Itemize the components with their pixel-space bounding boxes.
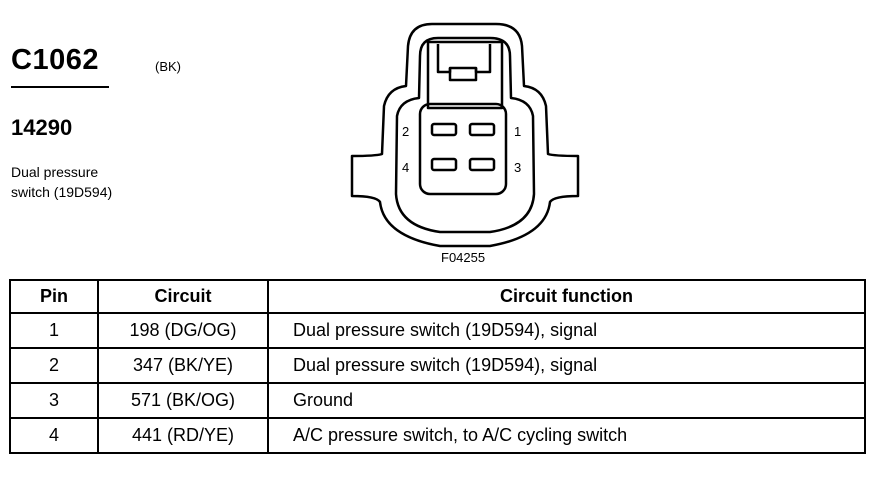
function-cell: Dual pressure switch (19D594), signal [267, 312, 866, 349]
pin-table: Pin Circuit Circuit function 1 198 (DG/O… [9, 279, 866, 454]
connector-id-underline [11, 86, 109, 88]
function-cell: Dual pressure switch (19D594), signal [267, 347, 866, 384]
function-cell: Ground [267, 382, 866, 419]
terminal-cavity-4 [430, 157, 458, 172]
circuit-cell: 571 (BK/OG) [97, 382, 269, 419]
header-circuit: Circuit [97, 279, 269, 314]
pin-cell: 1 [9, 312, 99, 349]
table-row: 3 571 (BK/OG) Ground [9, 382, 866, 419]
pin-label-4: 4 [402, 160, 409, 175]
part-number: 14290 [11, 115, 73, 140]
pin-cell: 3 [9, 382, 99, 419]
description-line-2: switch (19D594) [11, 184, 113, 200]
connector-housing-outer [350, 22, 580, 248]
terminal-cavity-2 [430, 122, 458, 137]
terminal-cavity-1 [468, 122, 496, 137]
terminal-cavity-3 [468, 157, 496, 172]
connector-id: C1062 [11, 44, 99, 76]
description-line-1: Dual pressure [11, 164, 99, 180]
table-row: 4 441 (RD/YE) A/C pressure switch, to A/… [9, 417, 866, 454]
figure-id: F04255 [441, 250, 486, 265]
header-pin: Pin [9, 279, 99, 314]
terminal-block [418, 102, 508, 196]
connector-face-diagram: 1 2 3 4 [350, 22, 580, 248]
table-row: 2 347 (BK/YE) Dual pressure switch (19D5… [9, 347, 866, 384]
circuit-cell: 198 (DG/OG) [97, 312, 269, 349]
header-circuit-function: Circuit function [267, 279, 866, 314]
connector-color: (BK) [155, 59, 181, 74]
pin-label-3: 3 [514, 160, 521, 175]
locking-tab-notch [436, 44, 492, 74]
table-header-row: Pin Circuit Circuit function [9, 279, 866, 314]
pin-label-2: 2 [402, 124, 409, 139]
pin-cell: 4 [9, 417, 99, 454]
locking-tab [426, 40, 504, 110]
function-cell: A/C pressure switch, to A/C cycling swit… [267, 417, 866, 454]
component-description: Dual pressure switch (19D594) [11, 162, 112, 202]
circuit-cell: 347 (BK/YE) [97, 347, 269, 384]
connector-housing-inner [394, 36, 536, 234]
pin-label-1: 1 [514, 124, 521, 139]
circuit-cell: 441 (RD/YE) [97, 417, 269, 454]
pin-cell: 2 [9, 347, 99, 384]
table-row: 1 198 (DG/OG) Dual pressure switch (19D5… [9, 312, 866, 349]
